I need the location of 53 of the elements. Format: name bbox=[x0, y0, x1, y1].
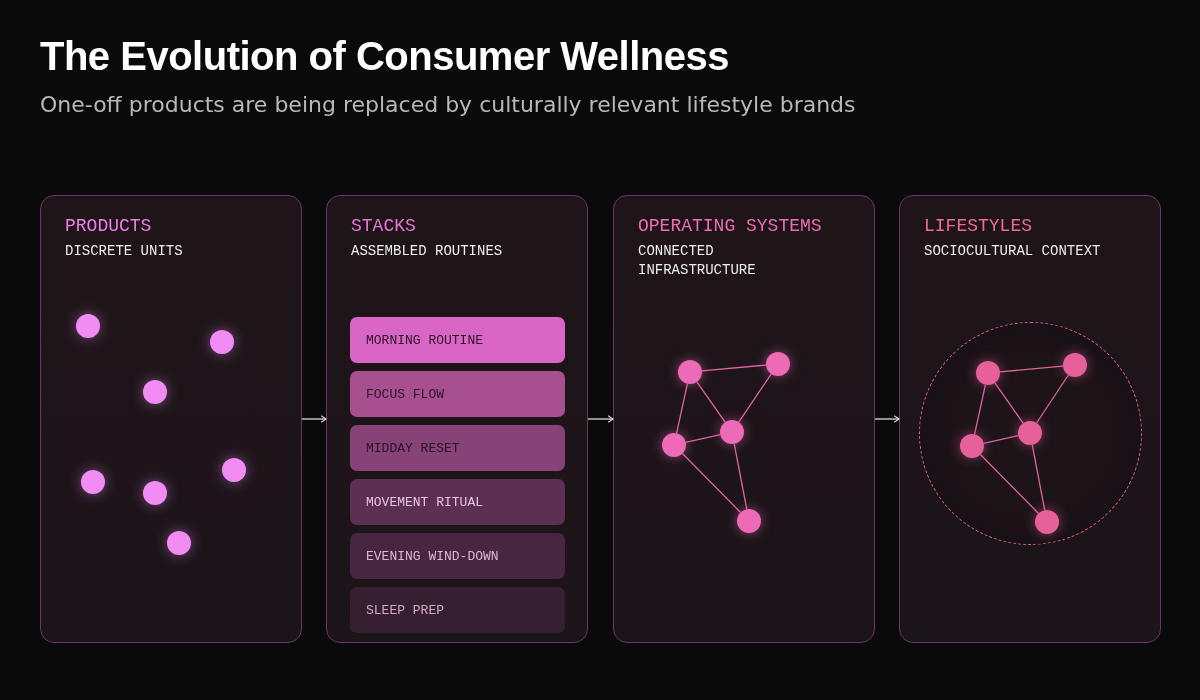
network-dot bbox=[976, 361, 1000, 385]
title: The Evolution of Consumer Wellness bbox=[40, 34, 729, 79]
stage-subtitle: DISCRETE UNITS bbox=[65, 242, 184, 261]
routine-label: MORNING ROUTINE bbox=[366, 332, 484, 348]
stage-heading: LIFESTYLES bbox=[924, 216, 1033, 236]
routine-label: EVENING WIND-DOWN bbox=[366, 548, 499, 564]
stage-heading: PRODUCTS bbox=[65, 216, 152, 236]
stage-subtitle: ASSEMBLED ROUTINES bbox=[351, 242, 504, 261]
network-dot bbox=[737, 509, 761, 533]
routine-label: MOVEMENT RITUAL bbox=[366, 494, 484, 510]
network-dot bbox=[1018, 421, 1042, 445]
routine-label: MIDDAY RESET bbox=[366, 440, 460, 456]
network-dot bbox=[1063, 353, 1087, 377]
routine-bar bbox=[350, 371, 565, 417]
stage-panel bbox=[899, 195, 1161, 643]
network-dot bbox=[766, 352, 790, 376]
connector-line bbox=[1035, 374, 1070, 424]
stage-panel bbox=[613, 195, 875, 643]
connector-line bbox=[675, 383, 689, 434]
connector-line bbox=[973, 384, 987, 435]
stage-panel bbox=[40, 195, 302, 643]
connector-line bbox=[979, 453, 1040, 515]
connector-line bbox=[1031, 444, 1046, 511]
network-dot bbox=[960, 434, 984, 458]
connector-line bbox=[685, 434, 721, 444]
arrow bbox=[874, 415, 900, 423]
routine-bar bbox=[350, 533, 565, 579]
connector-line bbox=[738, 373, 772, 423]
network-dot bbox=[1035, 510, 1059, 534]
network-dot bbox=[720, 420, 744, 444]
connector-line bbox=[733, 443, 748, 510]
arrow bbox=[301, 415, 327, 423]
network-dot bbox=[678, 360, 702, 384]
stage-heading: OPERATING SYSTEMS bbox=[638, 216, 822, 236]
connector-line bbox=[701, 364, 767, 372]
stage-subtitle: SOCIOCULTURAL CONTEXT bbox=[924, 242, 1102, 261]
connector-line bbox=[681, 452, 742, 514]
routine-label: FOCUS FLOW bbox=[366, 386, 444, 402]
connector-line bbox=[983, 435, 1019, 445]
connector-line bbox=[999, 365, 1064, 373]
connector-line bbox=[696, 381, 726, 423]
routine-bar bbox=[350, 317, 565, 363]
routine-bar bbox=[350, 425, 565, 471]
stage-subtitle: CONNECTED INFRASTRUCTURE bbox=[638, 242, 757, 280]
stage-heading: STACKS bbox=[351, 216, 416, 236]
stage-panel bbox=[326, 195, 588, 643]
routine-bar bbox=[350, 479, 565, 525]
arrow bbox=[587, 415, 614, 423]
subtitle: One-off products are being replaced by culturally relevant lifestyle brands bbox=[40, 92, 856, 117]
network-dot bbox=[662, 433, 686, 457]
routine-bar bbox=[350, 587, 565, 633]
connector-line bbox=[994, 382, 1024, 424]
routine-label: SLEEP PREP bbox=[366, 602, 444, 618]
